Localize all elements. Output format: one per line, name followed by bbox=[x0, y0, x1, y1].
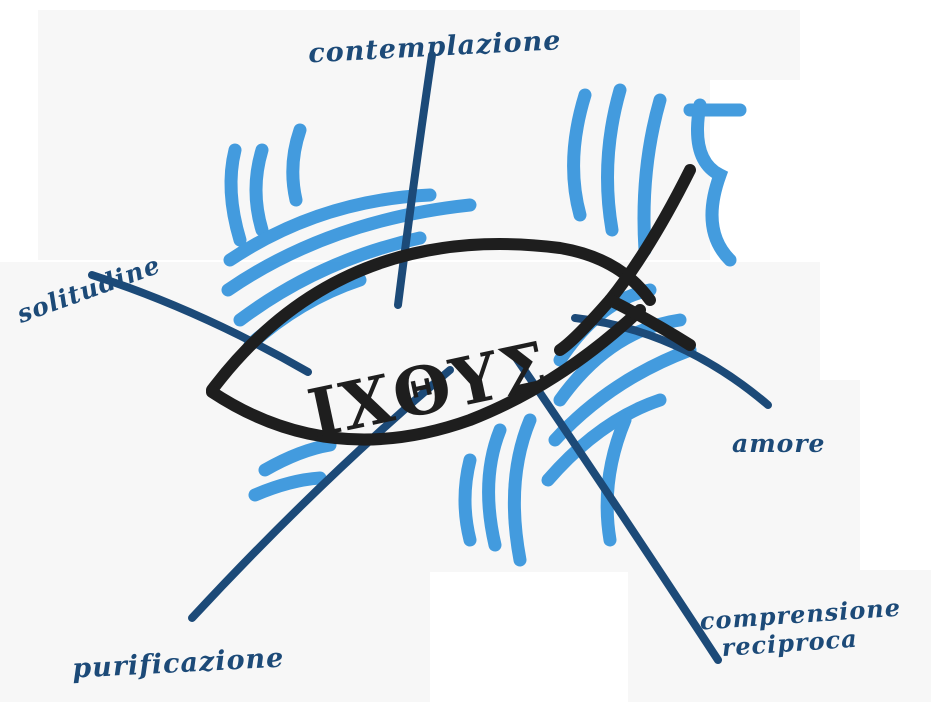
paper-patch-right bbox=[800, 380, 860, 570]
water-stroke bbox=[465, 460, 470, 540]
water-stroke bbox=[293, 130, 300, 200]
water-stroke bbox=[256, 150, 262, 230]
label-amore: amore bbox=[732, 429, 825, 458]
paper-patch-top-right bbox=[710, 10, 800, 80]
